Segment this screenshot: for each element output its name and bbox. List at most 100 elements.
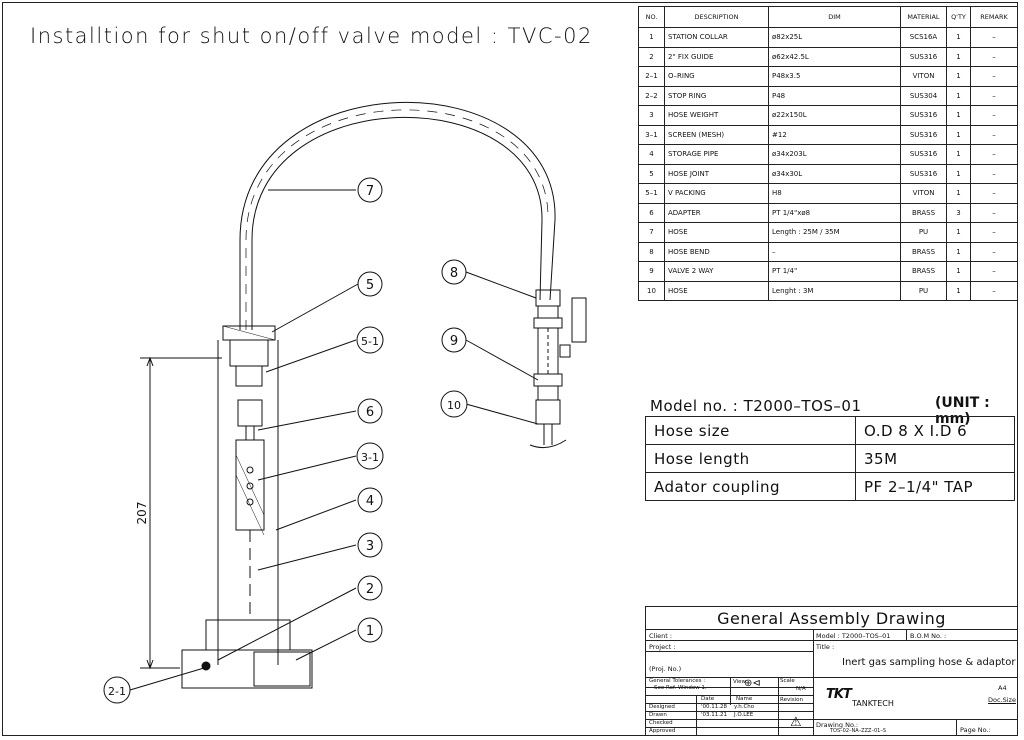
- parts-table-cell: SUS316: [900, 163, 947, 184]
- hose-7: [239, 102, 556, 330]
- col-no: NO.: [638, 6, 665, 28]
- title-block: General Assembly Drawing Client : Projec…: [645, 606, 1018, 736]
- spec-value: PF 2–1/4" TAP: [855, 472, 1015, 501]
- dimension-207: 207: [135, 502, 149, 525]
- parts-table-cell: 3: [946, 202, 971, 223]
- drawn-name: J.O.LEE: [734, 712, 754, 718]
- parts-table-cell: ø82x25L: [768, 27, 901, 48]
- callout-9: 9: [441, 327, 467, 353]
- parts-table-cell: 6: [638, 202, 665, 223]
- parts-table-cell: –: [970, 66, 1018, 87]
- parts-table-cell: 4: [638, 144, 665, 165]
- parts-table-cell: VITON: [900, 183, 947, 204]
- parts-table-cell: 1: [946, 222, 971, 243]
- parts-table-cell: 1: [946, 124, 971, 145]
- model-label: Model : T2000–TOS–01: [816, 632, 891, 640]
- spec-key: Hose length: [645, 444, 856, 473]
- see-ref-label: See Ref. Window 1.: [654, 685, 707, 691]
- parts-table-cell: ø34x203L: [768, 144, 901, 165]
- parts-table-cell: SUS316: [900, 46, 947, 67]
- parts-table-cell: SUS316: [900, 124, 947, 145]
- callout-4: 4: [357, 487, 383, 513]
- parts-table-cell: 1: [946, 163, 971, 184]
- parts-table-cell: BRASS: [900, 261, 947, 282]
- parts-table-cell: 1: [946, 261, 971, 282]
- parts-table-cell: 3: [638, 105, 665, 126]
- parts-table-header: NO. DESCRIPTION DIM MATERIAL Q'TY REMARK: [638, 6, 1018, 28]
- parts-table-cell: 1: [638, 27, 665, 48]
- tolerances-label: General Tolerances :: [649, 678, 706, 684]
- parts-table-cell: –: [970, 280, 1018, 301]
- parts-table-cell: SUS316: [900, 144, 947, 165]
- parts-table-cell: HOSE: [664, 280, 769, 301]
- parts-table-cell: –: [970, 144, 1018, 165]
- warning-icon: ⚠: [790, 715, 802, 730]
- parts-table-cell: HOSE: [664, 222, 769, 243]
- parts-table-cell: –: [970, 124, 1018, 145]
- parts-table-cell: ADAPTER: [664, 202, 769, 223]
- spec-value: O.D 8 X I.D 6: [855, 416, 1015, 445]
- parts-table-cell: 2" FIX GUIDE: [664, 46, 769, 67]
- col-material: MATERIAL: [900, 6, 947, 28]
- parts-table-cell: 2–1: [638, 66, 665, 87]
- svg-text:7: 7: [366, 184, 374, 199]
- svg-text:3: 3: [366, 539, 374, 554]
- parts-table-cell: 2: [638, 46, 665, 67]
- paper-size: A4: [998, 684, 1007, 692]
- parts-table-cell: 2–2: [638, 85, 665, 106]
- drawing-no-value: TOS–02–NA–ZZZ–01–S: [830, 728, 886, 734]
- parts-table: NO. DESCRIPTION DIM MATERIAL Q'TY REMARK…: [638, 6, 1018, 301]
- drawing-title-text: Inert gas sampling hose & adaptor: [842, 657, 1016, 668]
- parts-table-cell: HOSE BEND: [664, 241, 769, 262]
- proj-no-label: (Proj. No.): [649, 665, 682, 673]
- parts-table-cell: 7: [638, 222, 665, 243]
- projection-symbol-icon: ⊕⊲: [744, 678, 761, 689]
- adapter-6: [237, 399, 263, 427]
- bom-label: B.O.M No. :: [910, 632, 947, 640]
- parts-table-cell: PU: [900, 222, 947, 243]
- callout-7: 7: [357, 177, 383, 203]
- parts-table-cell: –: [970, 163, 1018, 184]
- parts-table-cell: Lenght : 3M: [768, 280, 901, 301]
- svg-text:9: 9: [450, 334, 458, 349]
- parts-table-cell: SCREEN (MESH): [664, 124, 769, 145]
- parts-table-cell: SUS304: [900, 85, 947, 106]
- designed-date: '00.11.28: [701, 704, 728, 710]
- callout-3-1: 3-1: [356, 442, 384, 470]
- parts-table-cell: V PACKING: [664, 183, 769, 204]
- col-description: DESCRIPTION: [664, 6, 769, 28]
- svg-text:8: 8: [450, 266, 458, 281]
- approved-label: Approved: [649, 728, 676, 734]
- callout-8: 8: [441, 259, 467, 285]
- parts-table-cell: SCS16A: [900, 27, 947, 48]
- parts-table-cell: –: [970, 27, 1018, 48]
- parts-table-cell: ø34x30L: [768, 163, 901, 184]
- parts-table-cell: STORAGE PIPE: [664, 144, 769, 165]
- callout-6: 6: [357, 398, 383, 424]
- callout-2: 2: [357, 575, 383, 601]
- date-header: Date: [701, 696, 715, 702]
- svg-text:3-1: 3-1: [361, 451, 379, 464]
- parts-table-cell: STOP RING: [664, 85, 769, 106]
- svg-text:2: 2: [366, 582, 374, 597]
- parts-table-cell: –: [970, 202, 1018, 223]
- scale-label: Scale: [780, 678, 795, 684]
- doc-size-label: Doc.Size: [988, 696, 1016, 704]
- parts-table-cell: –: [768, 241, 901, 262]
- parts-table-cell: 1: [946, 241, 971, 262]
- parts-table-cell: 9: [638, 261, 665, 282]
- parts-table-cell: 5–1: [638, 183, 665, 204]
